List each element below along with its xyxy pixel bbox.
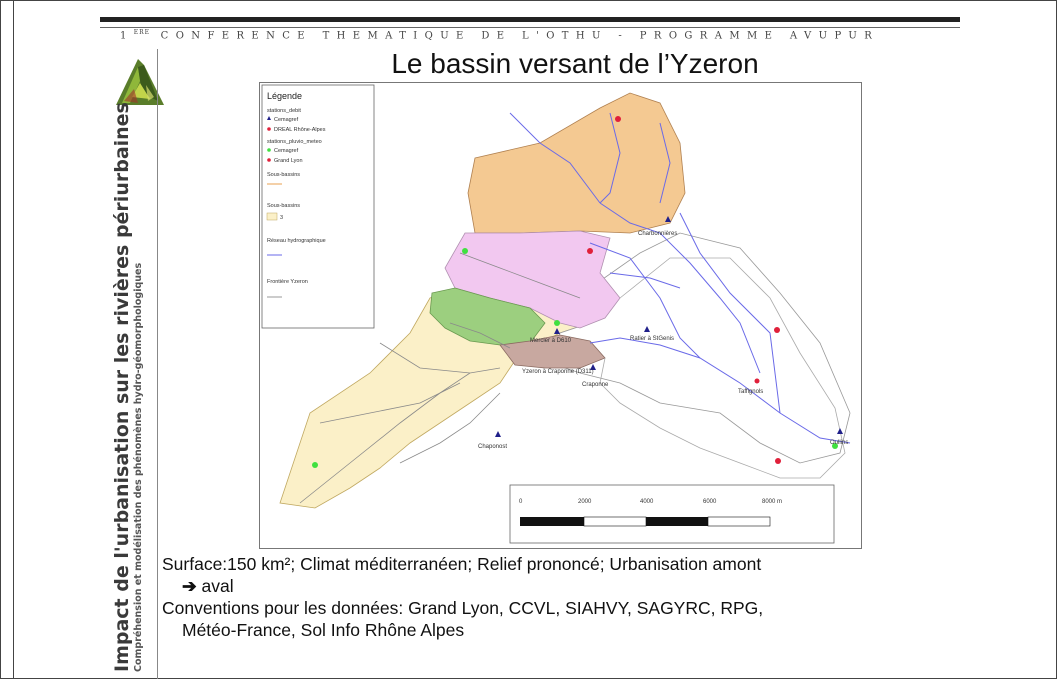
place-labels: Charbonnières Mercier à D610 Ratier à St…: [478, 231, 848, 450]
station-blue-1: [665, 216, 671, 222]
station-red-5: [754, 378, 760, 384]
label-craponne: Craponne: [582, 382, 609, 388]
label-chaponost: Chaponost: [478, 444, 507, 450]
station-blue-3: [644, 326, 650, 332]
station-green-4: [554, 320, 560, 326]
watershed-map-svg: Charbonnières Mercier à D610 Ratier à St…: [261, 84, 851, 544]
header-rule: [100, 27, 960, 28]
legend-swatch-yellow: [266, 212, 278, 221]
sidebar-rule: [157, 49, 158, 679]
legend-marker-grandlyon: [267, 158, 271, 162]
label-charbonnieres: Charbonnières: [638, 231, 677, 237]
legend-group-sousbassins-1: Sous-bassins: [267, 172, 300, 178]
station-blue-4: [837, 428, 843, 434]
legend-marker-blue: [267, 116, 271, 120]
conference-header: 1ERE CONFERENCE THEMATIQUE DE L'OTHU - P…: [120, 29, 960, 41]
station-green-1: [462, 248, 468, 254]
scale-segment-2: [583, 516, 647, 527]
station-green-3: [832, 443, 838, 449]
station-red-1: [615, 116, 621, 122]
legend-group-sousbassins-2: Sous-bassins: [267, 203, 300, 209]
bullet-conventions-line1: Conventions pour les données: Grand Lyon…: [162, 598, 764, 618]
scale-segment-4: [707, 516, 771, 527]
conference-text: CONFERENCE THEMATIQUE DE L'OTHU - PROGRA…: [160, 30, 880, 42]
bullet-surface-line2-wrap: ➔ aval: [162, 575, 962, 597]
river-network-grey: [299, 252, 581, 504]
legend-group-pluvio: stations_pluvio_meteo: [267, 139, 322, 145]
scale-label-8000: 8000 m: [762, 499, 782, 505]
stations: [312, 116, 843, 468]
station-blue-6: [590, 364, 596, 370]
watershed-map: Charbonnières Mercier à D610 Ratier à St…: [259, 82, 862, 549]
legend-marker-dreal: [267, 127, 271, 131]
station-blue-2: [554, 328, 560, 334]
bullet-surface-line2: aval: [201, 576, 234, 596]
station-red-3: [774, 327, 780, 333]
conference-number: 1: [120, 30, 134, 42]
conference-superscript: ERE: [133, 29, 151, 36]
label-yzeron-craponne: Yzeron à Craponne (D311): [522, 369, 594, 375]
slide: 1ERE CONFERENCE THEMATIQUE DE L'OTHU - P…: [100, 17, 960, 679]
station-red-4: [775, 458, 781, 464]
scale-label-4000: 4000: [640, 499, 654, 505]
scale-segment-3: [646, 517, 708, 526]
sidebar-subtitle: Compréhension et modélisation des phénom…: [133, 262, 144, 672]
label-tassin: Taffignols: [738, 389, 763, 395]
bullet-surface: Surface:150 km²; Climat méditerranéen; R…: [162, 553, 962, 597]
scale-label-2000: 2000: [578, 499, 592, 505]
othu-logo-icon: [116, 59, 164, 105]
label-ratier: Ratier à StGenis: [630, 336, 674, 342]
station-green-2: [312, 462, 318, 468]
map-legend: Légende stations_debit Cemagref DREAL Rh…: [261, 84, 375, 329]
legend-group-frontiere: Frontière Yzeron: [267, 279, 308, 285]
sidebar-title: Impact de l'urbanisation sur les rivière…: [111, 102, 133, 672]
legend-marker-green: [267, 148, 271, 152]
bullet-conventions: Conventions pour les données: Grand Lyon…: [162, 597, 962, 641]
legend-item-3: 3: [280, 215, 283, 221]
label-oullins: Oullins: [830, 440, 848, 446]
scale-label-6000: 6000: [703, 499, 717, 505]
legend-item-dreal: DREAL Rhône-Alpes: [274, 127, 326, 133]
catchment-east-outline: [599, 257, 846, 479]
legend-group-reseau: Réseau hydrographique: [267, 238, 326, 244]
legend-item-cemagref-pluvio: Cemagref: [274, 148, 299, 154]
legend-item-cemagref-debit: Cemagref: [274, 117, 299, 123]
scale-segment-1: [520, 517, 584, 526]
left-margin-rule: [13, 0, 14, 679]
slide-title: Le bassin versant de l’Yzeron: [391, 48, 759, 79]
river-network: [509, 112, 851, 444]
bullet-surface-line1: Surface:150 km²; Climat méditerranéen; R…: [162, 554, 762, 574]
scale-bar: 0 2000 4000 6000 8000 m: [509, 484, 835, 544]
label-messimy: Mercier à D610: [530, 338, 572, 344]
catchment-orange: [467, 92, 686, 234]
bullet-conventions-line2: Météo-France, Sol Info Rhône Alpes: [182, 620, 465, 640]
legend-item-grandlyon: Grand Lyon: [274, 158, 303, 164]
scale-label-0: 0: [519, 499, 523, 505]
station-blue-5: [495, 431, 501, 437]
legend-group-debit: stations_debit: [267, 108, 301, 114]
header-band: [100, 17, 960, 22]
bullet-list: Surface:150 km²; Climat méditerranéen; R…: [162, 553, 962, 641]
arrow-right-icon: ➔: [182, 576, 197, 596]
station-red-2: [587, 248, 593, 254]
legend-title: Légende: [267, 91, 302, 101]
sidebar-vertical-title: Impact de l'urbanisation sur les rivière…: [111, 102, 145, 672]
